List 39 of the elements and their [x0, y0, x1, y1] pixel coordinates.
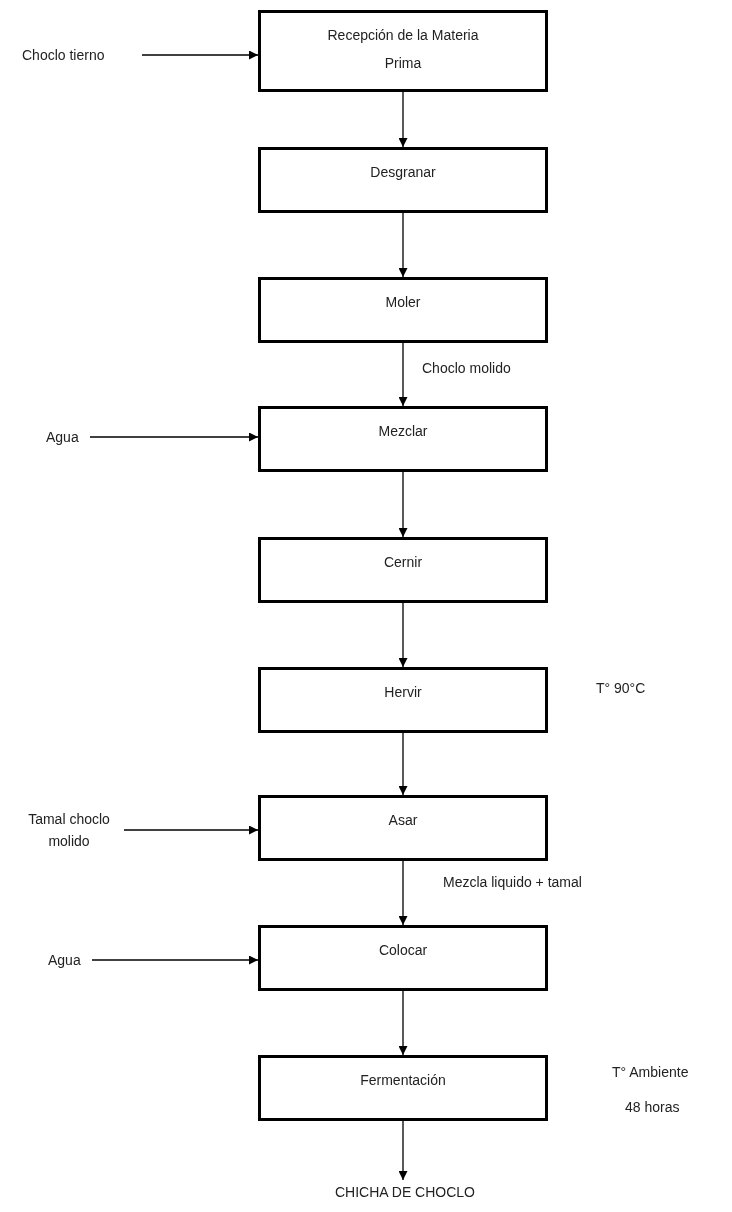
arrow [398, 471, 408, 538]
arrow [398, 212, 408, 278]
step-label: Desgranar [369, 163, 437, 182]
arrow [398, 342, 408, 407]
step-label: Colocar [377, 941, 429, 960]
arrow [398, 1120, 408, 1181]
step-label: Hervir [383, 683, 423, 702]
step-label: Moler [384, 293, 422, 312]
flow-text: Agua [48, 951, 82, 970]
flow-text: Choclo tierno [22, 46, 106, 65]
arrow [91, 955, 259, 965]
process-box [258, 1055, 548, 1121]
step-label: Mezclar [377, 422, 429, 441]
arrow [123, 825, 259, 835]
arrow [398, 860, 408, 926]
process-box [258, 406, 548, 472]
process-box [258, 147, 548, 213]
flow-text: Agua [46, 428, 80, 447]
process-box [258, 925, 548, 991]
step-label: Asar [387, 811, 419, 830]
step-note: 48 horas [625, 1098, 680, 1117]
process-box [258, 667, 548, 733]
arrow [398, 602, 408, 668]
arrow [398, 91, 408, 148]
process-box [258, 10, 548, 92]
arrow [141, 50, 259, 60]
step-label: Fermentación [359, 1071, 447, 1090]
arrow [398, 990, 408, 1056]
step-label: Recepción de la Materia Prima [326, 26, 480, 73]
process-box [258, 277, 548, 343]
flow-text: Tamal choclo molido [27, 810, 111, 851]
step-note: T° Ambiente [612, 1063, 689, 1082]
process-box [258, 795, 548, 861]
flow-text: CHICHA DE CHOCLO [334, 1183, 476, 1202]
process-box [258, 537, 548, 603]
step-note: T° 90°C [596, 679, 646, 698]
arrow [89, 432, 259, 442]
step-label: Cernir [382, 553, 424, 572]
arrow [398, 732, 408, 796]
